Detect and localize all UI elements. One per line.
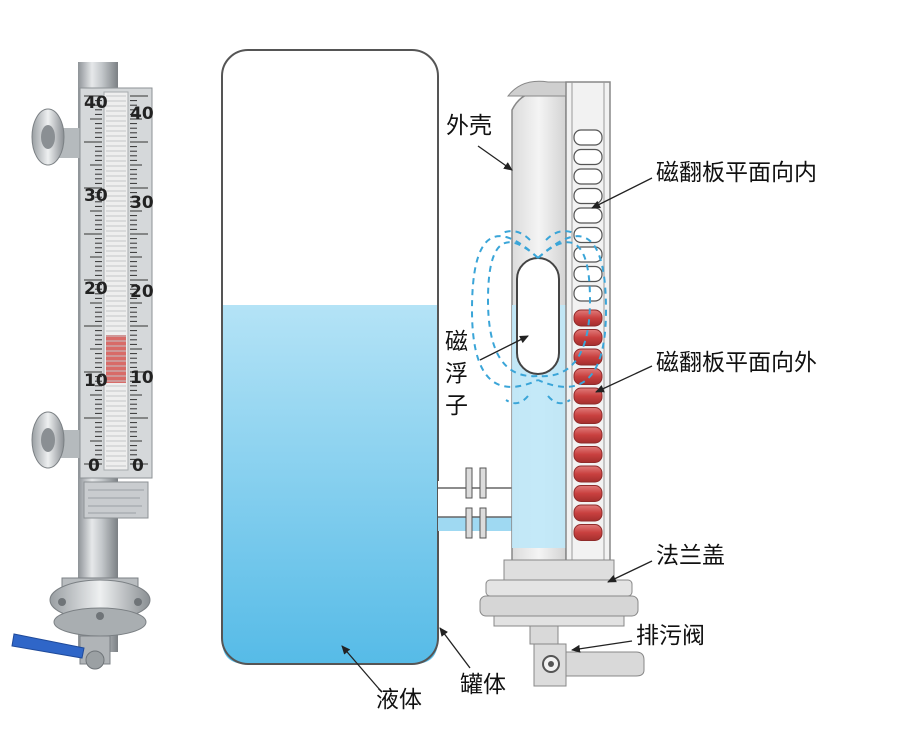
flap-white	[573, 129, 603, 146]
scale-label-0-left: 0	[88, 456, 100, 476]
scale-label-30-right: 30	[130, 193, 154, 213]
gauge-photo: 40 40 30 30 20 20 10 10 0 0	[11, 62, 154, 670]
indicator-flap-stripes	[106, 95, 126, 467]
flange-cover	[479, 559, 639, 627]
flap-red	[573, 485, 603, 502]
annotations: 外壳 磁翻板平面向内 磁翻板平面向外 磁 浮 子 法兰盖 排污阀 罐体 液体	[341, 113, 817, 713]
flap-red	[573, 329, 603, 346]
flap-white	[573, 168, 603, 185]
tank-liquid	[222, 305, 438, 664]
flap-red	[573, 407, 603, 424]
arrow-tank-body	[439, 627, 471, 669]
label-flap-inward: 磁翻板平面向内	[656, 160, 817, 186]
connecting-pipes	[438, 467, 512, 539]
arrow-flap-outward	[595, 365, 653, 393]
flap-white	[573, 246, 603, 263]
flap-red	[573, 387, 603, 405]
tank-body	[221, 49, 439, 665]
label-float-1: 磁	[445, 329, 468, 355]
label-float-3: 子	[445, 393, 468, 419]
flap-red	[573, 446, 603, 463]
bottom-flange	[49, 577, 151, 637]
label-flange-cover: 法兰盖	[656, 543, 725, 569]
scale-label-0-right: 0	[132, 456, 144, 476]
cross-section-drain-valve	[529, 625, 645, 687]
scale-label-20-left: 20	[84, 279, 108, 299]
scale-label-10-right: 10	[130, 368, 154, 388]
arrow-flap-inward	[591, 177, 653, 209]
flap-red	[573, 309, 603, 327]
scale-label-20-right: 20	[130, 282, 154, 302]
tank	[221, 49, 439, 665]
label-float-2: 浮	[445, 361, 468, 387]
arrow-float	[479, 335, 529, 361]
nameplate	[83, 481, 149, 519]
flap-white	[573, 226, 603, 244]
scale-label-10-left: 10	[84, 371, 108, 391]
label-drain-valve: 排污阀	[636, 623, 705, 649]
scale-ticks-right	[130, 95, 148, 465]
arrow-flange-cover	[607, 560, 653, 583]
flap-white	[573, 187, 603, 205]
magnetic-float	[516, 257, 560, 375]
flap-red	[573, 426, 603, 444]
flap-white	[573, 285, 603, 302]
magnetic-field-lines	[470, 230, 608, 405]
label-flap-outward: 磁翻板平面向外	[656, 350, 817, 376]
photo-drain-valve	[11, 633, 111, 670]
label-shell: 外壳	[446, 113, 492, 139]
flap-red	[573, 465, 603, 483]
flap-red	[573, 524, 603, 541]
arrow-drain-valve	[571, 640, 633, 653]
flaps-inward-white	[573, 129, 603, 302]
flaps-outward-red	[573, 309, 603, 541]
scale-label-40-left: 40	[84, 93, 108, 113]
valve-handle-blue	[11, 633, 85, 659]
flap-white	[573, 207, 603, 224]
label-liquid: 液体	[376, 687, 422, 713]
scale-label-40-right: 40	[130, 104, 154, 124]
gauge-cross-section	[470, 80, 645, 687]
scale-ticks-left	[84, 95, 102, 465]
label-tank-body: 罐体	[460, 672, 506, 698]
flap-red	[573, 348, 603, 366]
arrow-liquid	[341, 645, 381, 691]
flap-red	[573, 368, 603, 385]
scale-label-30-left: 30	[84, 186, 108, 206]
arrow-shell	[477, 145, 513, 171]
flap-white	[573, 148, 603, 166]
flap-red	[573, 504, 603, 522]
